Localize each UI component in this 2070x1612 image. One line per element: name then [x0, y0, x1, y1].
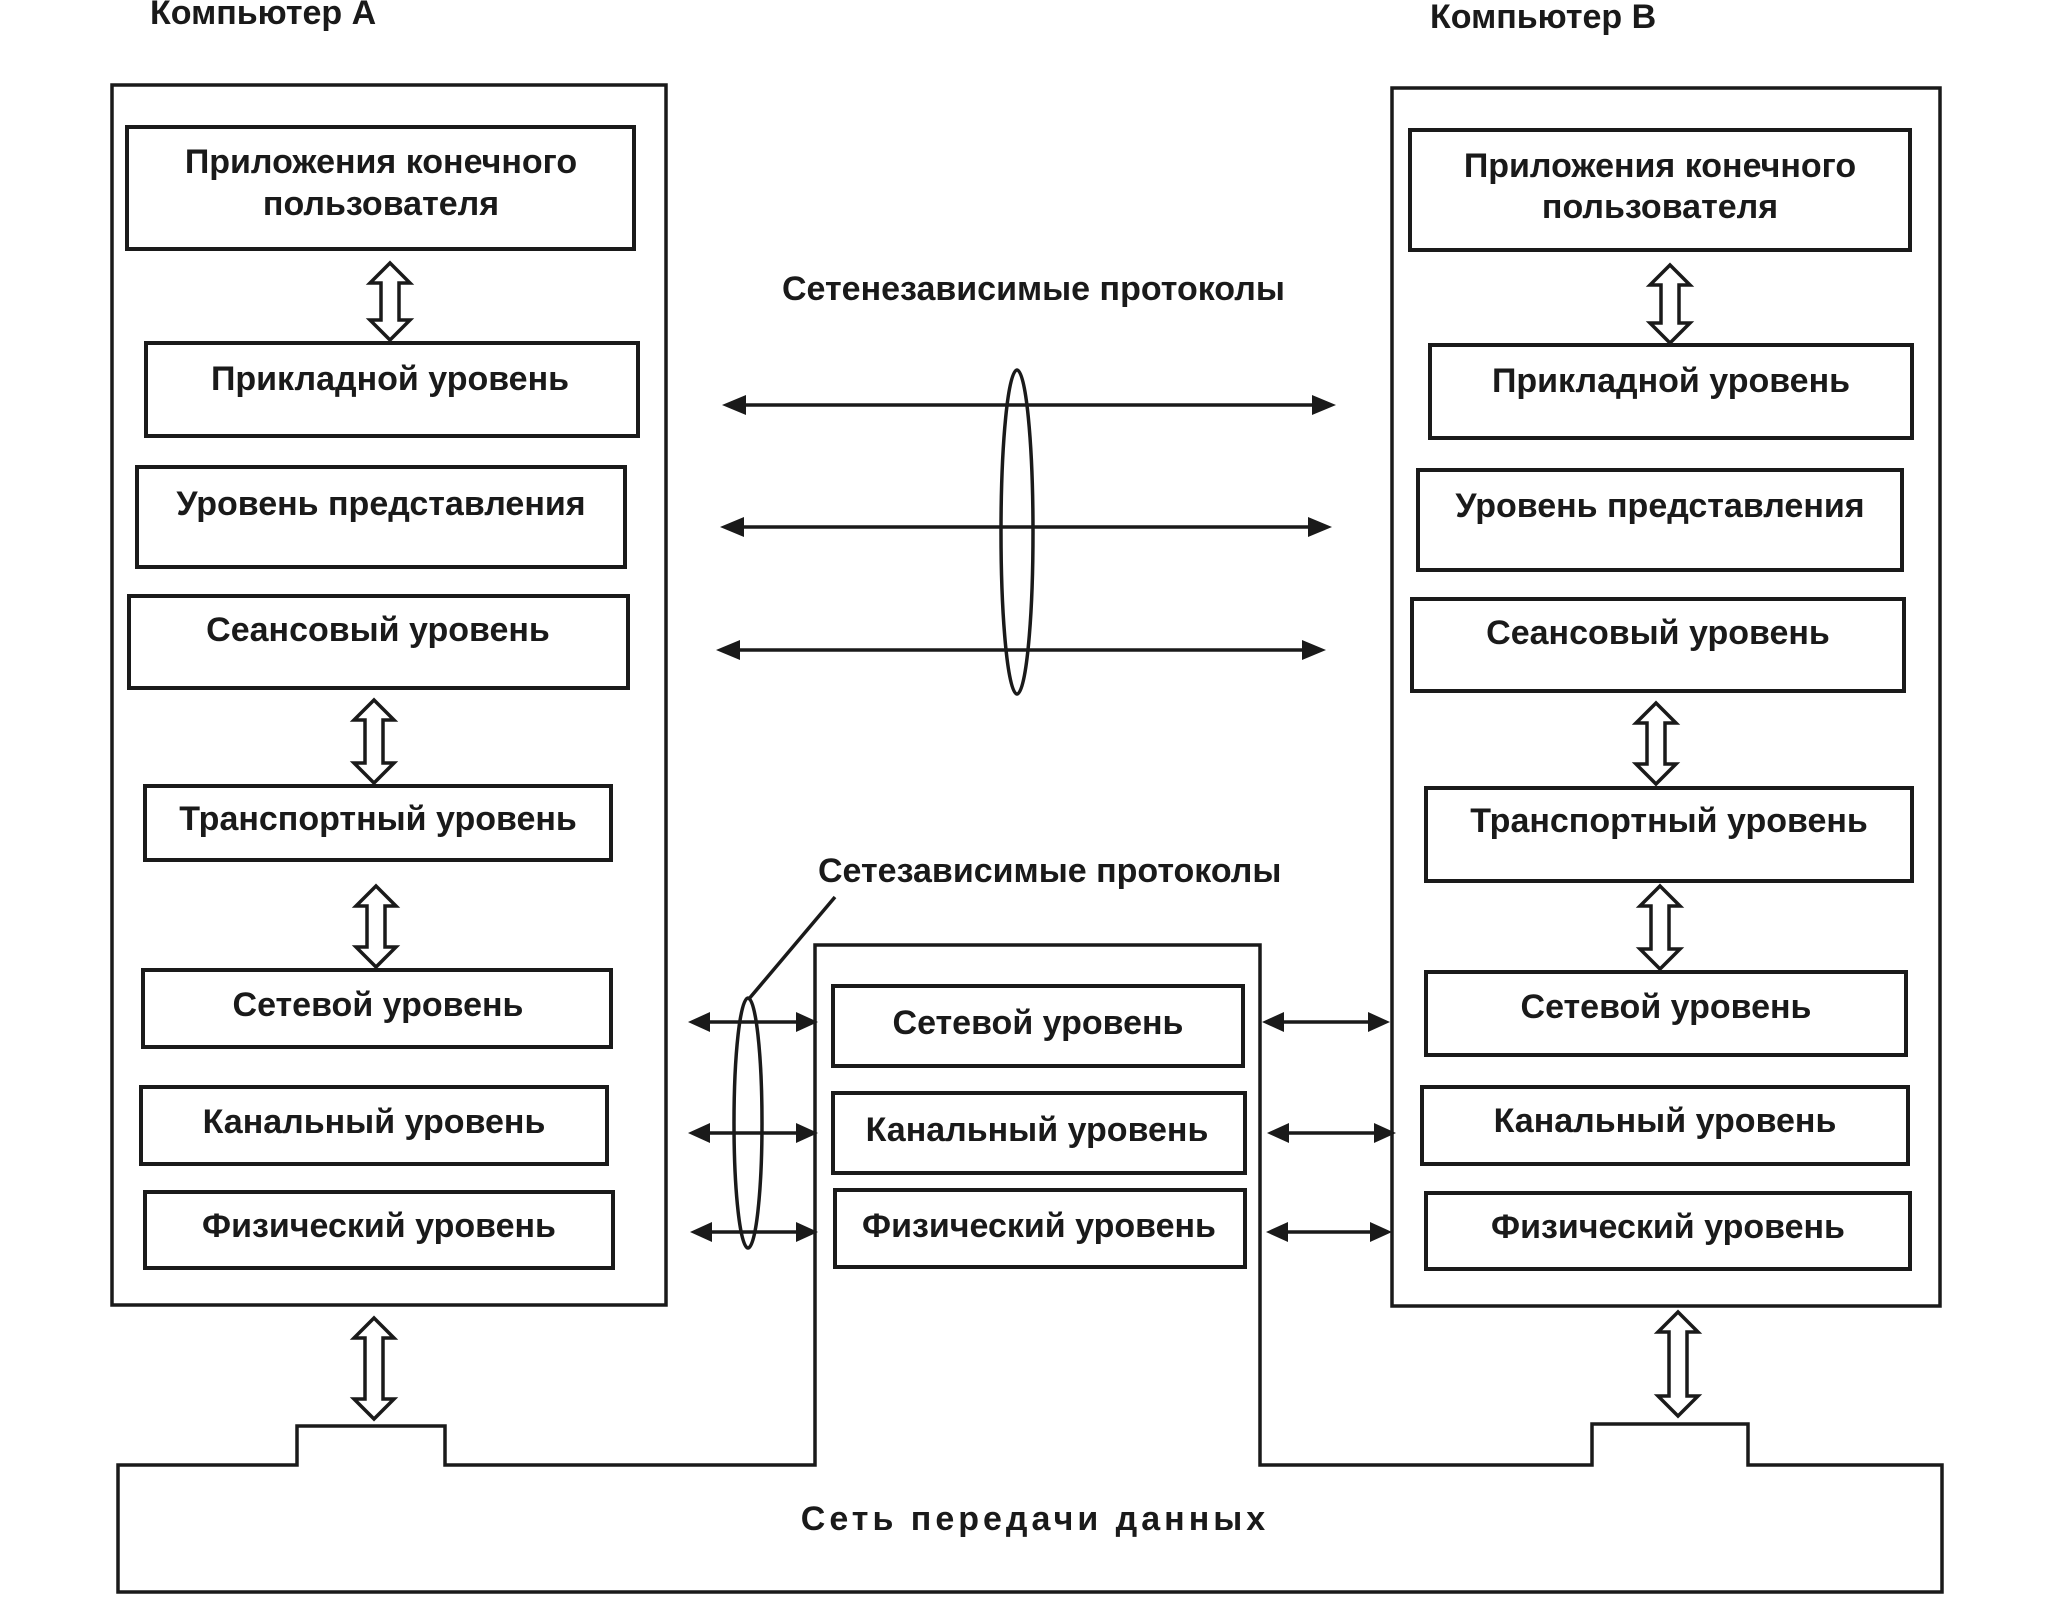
- computer-b-application-layer-label: Прикладной уровень: [1492, 362, 1850, 400]
- computer-b-frame: [1390, 86, 1942, 1308]
- computer-b-presentation-layer: [1416, 468, 1904, 572]
- arrowhead-icon: [1302, 640, 1326, 660]
- computer-b-network-layer-label: Сетевой уровень: [1521, 988, 1812, 1026]
- node-physical-layer-label: Физический уровень: [862, 1207, 1216, 1245]
- arrowhead-icon: [688, 1123, 710, 1143]
- computer-a-presentation-layer-label: Уровень представления: [176, 485, 585, 523]
- computer-b-user-apps-line2: пользователя: [1542, 188, 1778, 226]
- arrowhead-icon: [690, 1222, 712, 1242]
- double-arrow-icon: [1653, 1309, 1703, 1419]
- data-network-label: Сеть передачи данных: [801, 1500, 1269, 1538]
- computer-b-session-layer: [1410, 597, 1906, 693]
- arrowhead-icon: [1368, 1012, 1390, 1032]
- computer-b-session-layer-label: Сеансовый уровень: [1486, 614, 1830, 652]
- double-arrow-icon: [349, 697, 399, 786]
- node-physical-layer: [833, 1188, 1247, 1269]
- computer-a-application-layer-label: Прикладной уровень: [211, 360, 569, 398]
- computer-b-physical-layer: [1424, 1191, 1912, 1271]
- computer-a-physical-layer: [143, 1190, 615, 1270]
- arrowhead-icon: [722, 395, 746, 415]
- computer-b-user-apps-box: [1408, 128, 1912, 252]
- computer-a-title: Компьютер А: [150, 0, 376, 32]
- computer-b-network-layer: [1424, 970, 1908, 1057]
- node-network-layer-label: Сетевой уровень: [893, 1004, 1184, 1042]
- computer-a-transport-layer: [143, 784, 613, 862]
- arrowhead-icon: [1312, 395, 1336, 415]
- network-independent-group-ellipse: [999, 368, 1035, 696]
- double-arrow-icon: [349, 1315, 399, 1422]
- double-arrow-icon: [1645, 262, 1695, 346]
- computer-b-title: Компьютер В: [1430, 0, 1656, 36]
- arrowhead-icon: [796, 1123, 818, 1143]
- computer-b-transport-layer-label: Транспортный уровень: [1470, 802, 1868, 840]
- computer-b-data-link-layer-label: Канальный уровень: [1494, 1102, 1837, 1140]
- node-data-link-layer-label: Канальный уровень: [866, 1111, 1209, 1149]
- computer-a-physical-layer-label: Физический уровень: [202, 1207, 556, 1245]
- node-network-layer: [831, 984, 1245, 1068]
- computer-b-data-link-layer: [1420, 1085, 1910, 1166]
- network-independent-protocols-label: Сетенезависимые протоколы: [782, 270, 1285, 308]
- double-arrow-icon: [1631, 700, 1681, 787]
- arrowhead-icon: [720, 517, 744, 537]
- double-arrow-icon: [1635, 883, 1685, 972]
- computer-a-application-layer: [144, 341, 640, 438]
- computer-a-network-layer-label: Сетевой уровень: [233, 986, 524, 1024]
- computer-a-session-layer: [127, 594, 630, 690]
- double-arrow-icon: [365, 260, 415, 343]
- network-dependent-protocols-label: Сетезависимые протоколы: [818, 852, 1281, 890]
- computer-a-data-link-layer-label: Канальный уровень: [203, 1103, 546, 1141]
- double-arrow-icon: [351, 883, 401, 970]
- computer-a-user-apps-line2: пользователя: [263, 185, 499, 223]
- arrowhead-icon: [688, 1012, 710, 1032]
- arrowhead-icon: [716, 640, 740, 660]
- arrowhead-icon: [1262, 1012, 1284, 1032]
- arrowhead-icon: [1308, 517, 1332, 537]
- arrowhead-icon: [1374, 1123, 1396, 1143]
- computer-a-network-layer: [141, 968, 613, 1049]
- arrowhead-icon: [1370, 1222, 1392, 1242]
- computer-b-physical-layer-label: Физический уровень: [1491, 1208, 1845, 1246]
- data-network-outline: [116, 943, 1944, 1594]
- computer-a-presentation-layer: [135, 465, 627, 569]
- computer-a-user-apps-line1: Приложения конечного: [185, 143, 577, 181]
- computer-a-user-apps-box: [125, 125, 636, 251]
- computer-a-session-layer-label: Сеансовый уровень: [206, 611, 550, 649]
- arrowhead-icon: [1266, 1222, 1288, 1242]
- network-dependent-group-ellipse: [732, 996, 764, 1250]
- node-data-link-layer: [831, 1091, 1247, 1175]
- arrowhead-icon: [796, 1222, 818, 1242]
- arrowhead-icon: [1267, 1123, 1289, 1143]
- computer-b-presentation-layer-label: Уровень представления: [1455, 487, 1864, 525]
- computer-a-frame: [110, 83, 668, 1307]
- computer-a-data-link-layer: [139, 1085, 609, 1166]
- computer-b-transport-layer: [1424, 786, 1914, 883]
- network-dependent-pointer: [746, 895, 837, 1002]
- computer-a-transport-layer-label: Транспортный уровень: [179, 800, 577, 838]
- arrowhead-icon: [796, 1012, 818, 1032]
- computer-b-user-apps-line1: Приложения конечного: [1464, 147, 1856, 185]
- computer-b-application-layer: [1428, 343, 1914, 440]
